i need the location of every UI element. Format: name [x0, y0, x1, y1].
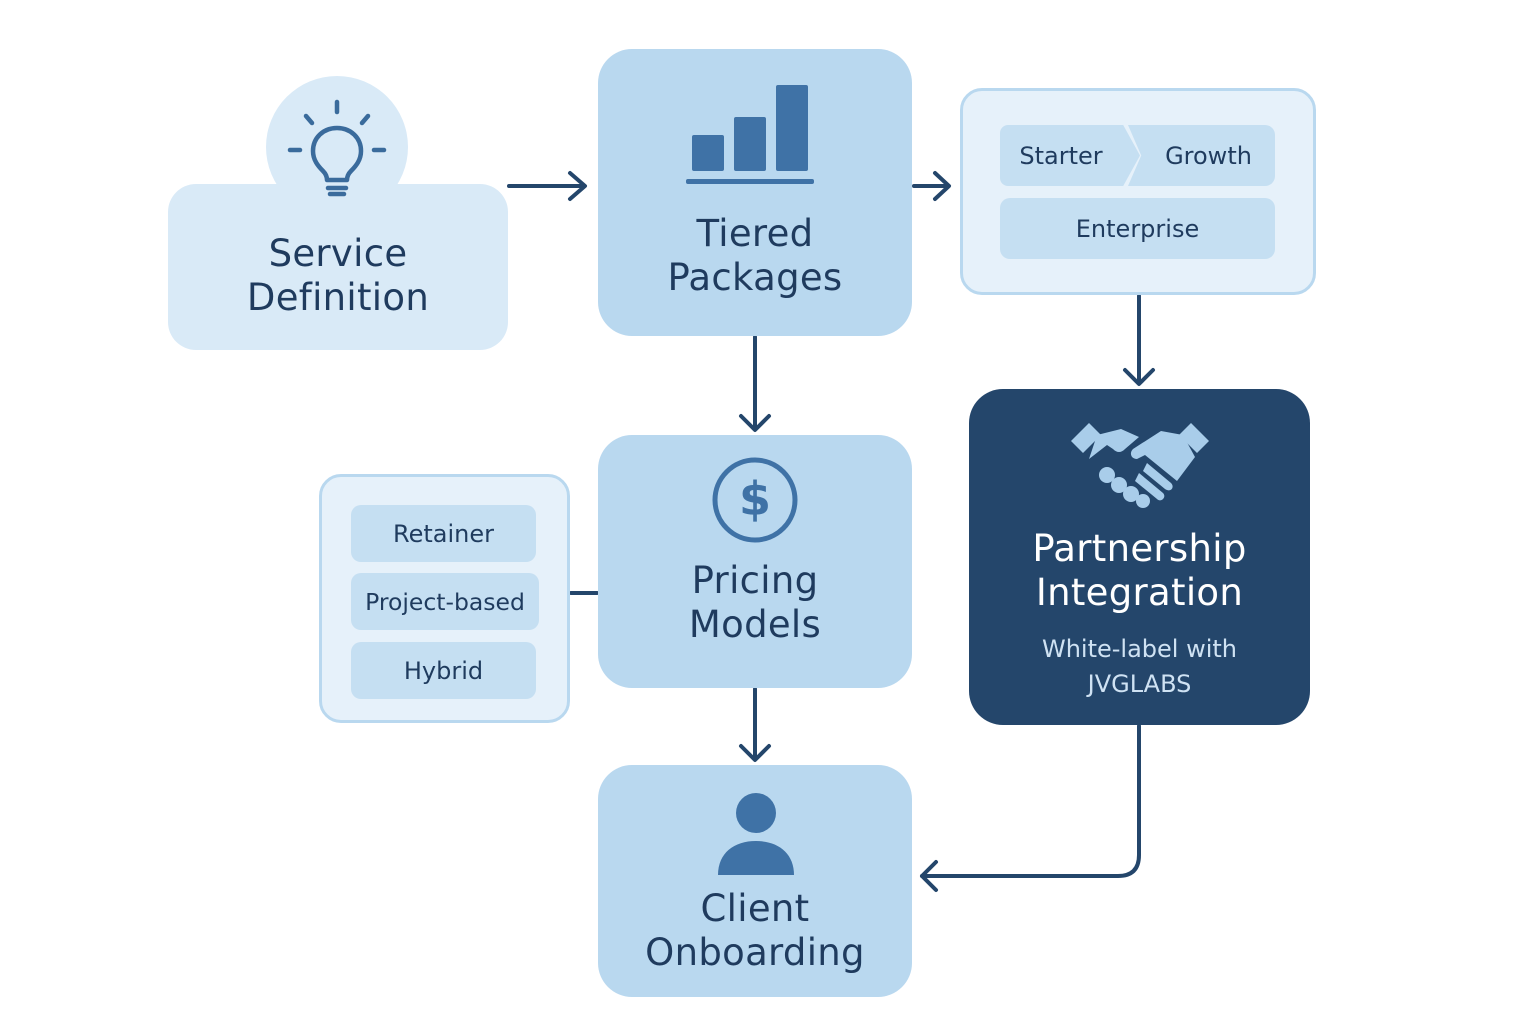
arrow-tiered-to-pricing: [739, 335, 771, 432]
user-icon: [718, 793, 794, 875]
arrow-tiers-to-partnership: [1123, 294, 1155, 386]
partnership-integration-title-line1: Partnership: [1032, 527, 1247, 570]
arrow-partnership-to-client: [920, 724, 1141, 892]
partnership-integration-node[interactable]: Partnership Integration: [969, 389, 1310, 725]
arrow-pricing-to-client: [739, 687, 771, 762]
client-onboarding-title-line1: Client: [700, 887, 810, 930]
pricing-models-title: Pricing Models: [598, 559, 912, 647]
client-onboarding-node[interactable]: Client Onboarding: [598, 765, 912, 997]
service-definition-title-line1: Service: [268, 232, 408, 275]
tiered-packages-node[interactable]: Tiered Packages: [598, 49, 912, 336]
handshake-icon: [1071, 423, 1209, 508]
dollar-coin-icon: $: [712, 457, 798, 543]
partnership-subtitle-line1: White-label with: [1041, 635, 1238, 663]
pricing-models-node[interactable]: $ Pricing Models: [598, 435, 912, 688]
tier-growth-chip[interactable]: Growth: [1128, 125, 1275, 186]
client-onboarding-title-line2: Onboarding: [645, 931, 865, 974]
pricing-models-title-line2: Models: [688, 603, 822, 646]
partnership-subtitle: White-label with JVGLABS: [969, 632, 1310, 702]
svg-text:$: $: [739, 472, 771, 526]
service-definition-node[interactable]: Service Definition: [168, 184, 508, 350]
tier-enterprise-chip[interactable]: Enterprise: [1000, 198, 1275, 259]
pricing-retainer-chip[interactable]: Retainer: [351, 505, 536, 562]
tiered-packages-title: Tiered Packages: [598, 212, 912, 300]
tiered-packages-title-line1: Tiered: [696, 212, 814, 255]
tier-starter-chip[interactable]: Starter: [1000, 125, 1140, 186]
arrow-tiered-to-tiers: [912, 171, 951, 201]
lightbulb-icon: [287, 99, 387, 197]
pricing-models-title-line1: Pricing: [691, 559, 819, 602]
tiered-packages-title-line2: Packages: [667, 256, 843, 299]
bar-chart-icon: [686, 85, 814, 184]
partnership-integration-title: Partnership Integration: [969, 527, 1310, 615]
partnership-integration-title-line2: Integration: [1035, 571, 1244, 614]
partnership-subtitle-line2: JVGLABS: [1087, 670, 1192, 698]
tier-options-panel: [960, 88, 1316, 295]
service-definition-title-line2: Definition: [246, 276, 430, 319]
pricing-hybrid-chip[interactable]: Hybrid: [351, 642, 536, 699]
arrow-service-to-tiered: [507, 171, 587, 201]
client-onboarding-title: Client Onboarding: [598, 887, 912, 975]
service-definition-title: Service Definition: [168, 232, 508, 320]
pricing-project-based-chip[interactable]: Project-based: [351, 573, 539, 630]
